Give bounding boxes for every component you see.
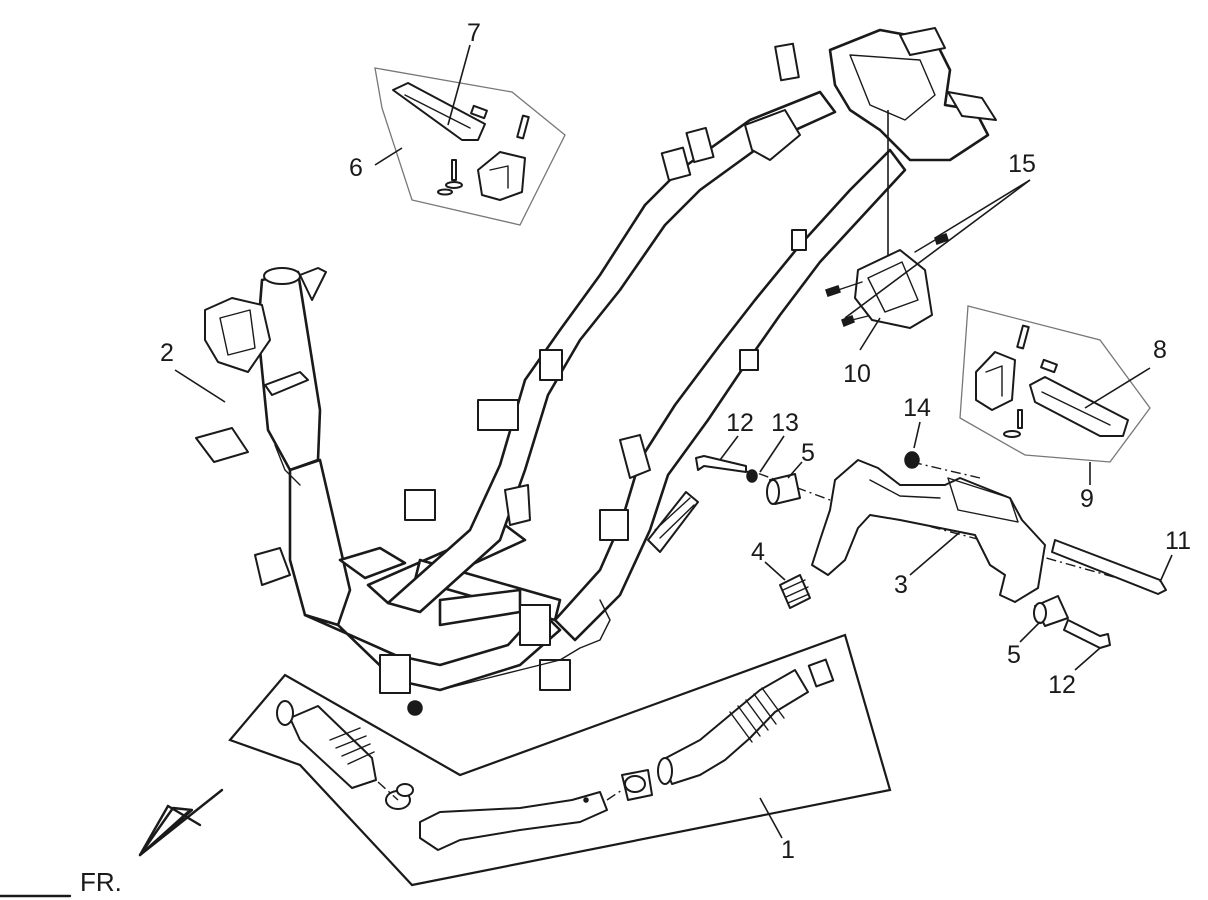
main-frame [195, 27, 997, 716]
rail-bracket-5 [539, 349, 563, 381]
rail-bracket-11 [379, 654, 411, 694]
frame-cable [439, 599, 611, 691]
rail-bracket-4 [739, 349, 759, 371]
front-cross-member [338, 546, 407, 580]
air-duct-group [228, 633, 892, 887]
callout-7: 7 [467, 19, 481, 47]
hinge-bracket-left [477, 151, 526, 201]
duct-left [289, 705, 377, 789]
callout-9: 9 [1080, 485, 1094, 513]
duct-lower [419, 791, 608, 851]
rail-bracket-7 [404, 489, 436, 521]
main-rail-left [386, 90, 837, 614]
lower-cross-member-3 [438, 588, 522, 627]
callout-5-lower: 5 [1007, 641, 1021, 669]
callouts: 1 2 3 4 5 5 6 7 8 9 10 11 12 12 13 14 15 [160, 19, 1191, 864]
nut-14 [904, 451, 920, 469]
callout-1: 1 [781, 836, 795, 864]
bracket-kit-left-group [374, 67, 566, 226]
steering-head-tube [256, 270, 322, 472]
plate-right [1040, 358, 1058, 374]
bolt-right [1017, 409, 1023, 429]
rail-bracket-1 [660, 146, 692, 182]
engine-hanger-assembly [695, 451, 1167, 649]
rail-bracket-8 [599, 509, 629, 541]
rear-bracket-assembly [825, 110, 949, 329]
head-bracket [204, 297, 271, 373]
callout-12-lower: 12 [1048, 671, 1076, 699]
front-label: FR. [80, 867, 122, 897]
rail-bracket-6 [477, 399, 519, 431]
callout-5-upper: 5 [801, 439, 815, 467]
callout-8: 8 [1153, 336, 1167, 364]
plate-left [470, 104, 488, 120]
screw-15c [934, 233, 949, 245]
rail-bracket-3 [791, 229, 807, 251]
engine-hanger [811, 459, 1046, 603]
group-box-right [959, 305, 1151, 463]
bracket-kit-right-group [959, 305, 1151, 463]
callout-14: 14 [903, 394, 931, 422]
callout-3: 3 [894, 571, 908, 599]
bolt-left [451, 159, 457, 181]
rail-bracket-2 [685, 126, 715, 164]
callout-13: 13 [771, 409, 799, 437]
duct-right [661, 669, 809, 785]
callout-4: 4 [751, 538, 765, 566]
front-direction-marker: FR. [0, 788, 224, 898]
long-bolt-11 [1051, 539, 1167, 595]
callout-2: 2 [160, 339, 174, 367]
main-rail-right [553, 148, 907, 642]
callout-10: 10 [843, 360, 871, 388]
callout-11: 11 [1165, 527, 1191, 555]
callout-12-upper: 12 [726, 409, 754, 437]
screw-15a [825, 285, 841, 297]
footrest-bracket-right [1029, 376, 1129, 437]
rear-bracket [854, 249, 933, 329]
group-box-bottom [228, 633, 892, 887]
pin-right [1016, 324, 1030, 350]
rail-bracket-10 [539, 659, 571, 691]
bolt-12-upper [695, 455, 747, 473]
duct-connector [807, 658, 835, 688]
rail-bracket-12 [254, 547, 291, 586]
pin-left [516, 114, 530, 140]
callout-6: 6 [349, 154, 363, 182]
rail-bracket-9 [519, 604, 551, 646]
rubber-damper-4 [779, 574, 811, 609]
rail-bracket-13 [619, 434, 651, 479]
washer-13 [746, 469, 758, 483]
group-box-left [374, 67, 566, 226]
screw-15b [841, 315, 855, 327]
rail-bracket-14 [504, 484, 531, 526]
bolt-12-lower [1063, 619, 1111, 649]
hinge-bracket-right [975, 351, 1016, 411]
lower-rail-left [303, 608, 562, 692]
leader-lines [174, 44, 1173, 839]
callout-15: 15 [1008, 150, 1036, 178]
